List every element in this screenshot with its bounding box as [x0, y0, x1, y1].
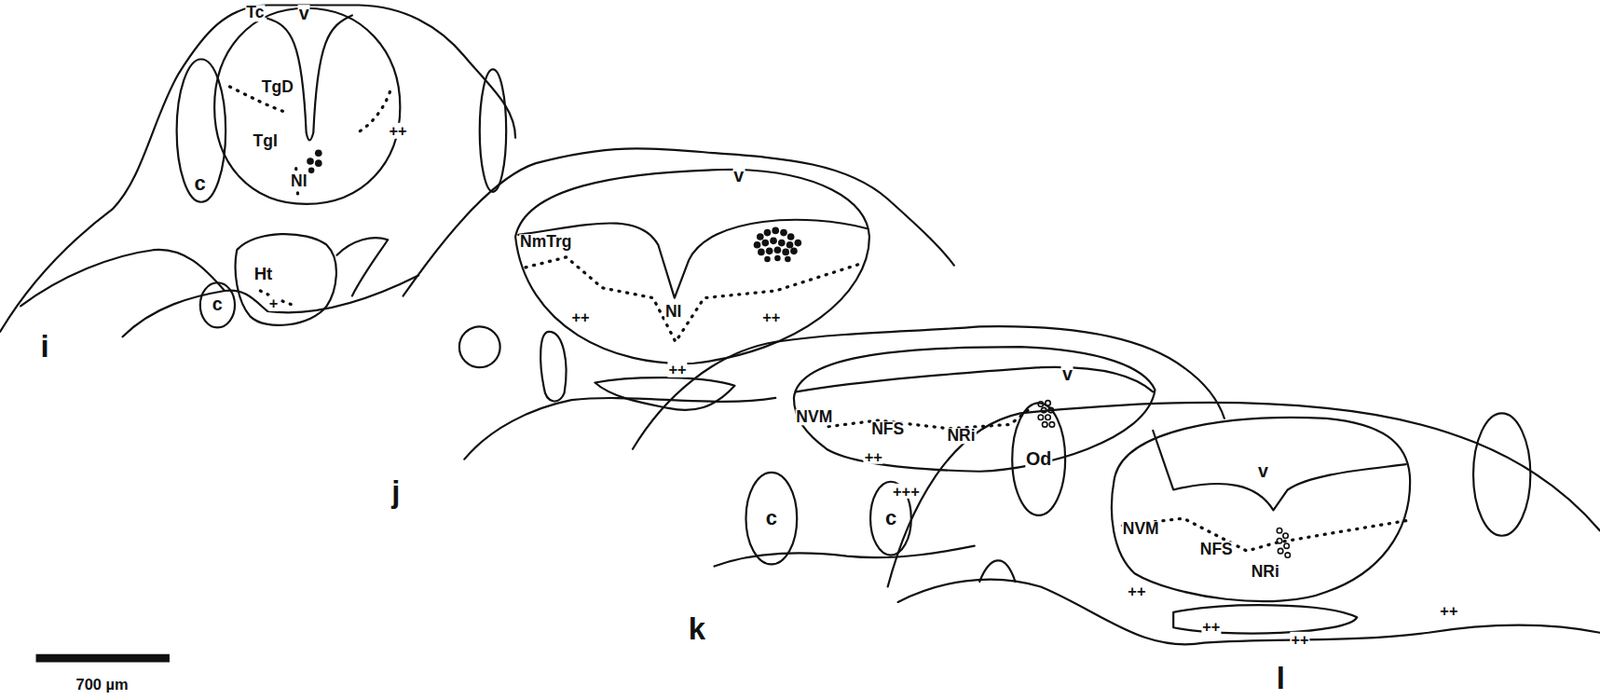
- region-label: TgD: [260, 79, 295, 96]
- density-mark: ++: [1438, 602, 1459, 618]
- organ-outline: [979, 560, 1015, 582]
- structure-label: c: [193, 173, 207, 194]
- section-outline: [464, 397, 776, 460]
- density-mark: ++: [1201, 618, 1221, 634]
- density-mark: ++: [761, 308, 781, 324]
- organ-outline: [1011, 402, 1066, 515]
- structure-label: c: [884, 507, 898, 529]
- cell-cluster: [306, 149, 322, 174]
- structure-label: c: [765, 507, 779, 529]
- organ-outline: [336, 237, 388, 296]
- ventricle-label: v: [298, 4, 311, 24]
- section-outline: [123, 275, 419, 338]
- structure-label: Od: [1025, 450, 1053, 469]
- section-letter: l: [1275, 663, 1286, 695]
- neural-tube: [515, 169, 870, 364]
- density-mark: +++: [891, 482, 921, 498]
- section-letter: i: [40, 331, 51, 363]
- region-label: TgI: [252, 133, 279, 151]
- density-mark: ++: [668, 361, 688, 377]
- ventricle-label: v: [732, 167, 745, 187]
- organ-outline: [459, 326, 501, 368]
- density-mark: ++: [863, 448, 884, 464]
- ventricle-label: v: [1061, 365, 1074, 384]
- region-label: NFS: [870, 421, 905, 438]
- neural-tube: [1111, 417, 1410, 602]
- hypothalamus: [235, 233, 337, 326]
- boundary-dots: [828, 408, 1031, 429]
- organ-outline: [177, 58, 227, 202]
- region-label: NVM: [1121, 521, 1161, 539]
- region-label: NI: [664, 303, 684, 321]
- density-mark: ++: [1290, 630, 1311, 646]
- density-mark: ++: [1126, 583, 1147, 599]
- scale-label: 700 µm: [75, 675, 130, 691]
- neural-tube: [793, 346, 1156, 472]
- density-mark: ++: [388, 123, 409, 138]
- section-outline: [898, 579, 1600, 645]
- region-label: NRi: [945, 427, 976, 445]
- section-outline: [632, 326, 1225, 450]
- density-mark: +: [268, 295, 280, 311]
- boundary-dots: [1121, 518, 1409, 551]
- region-label: Tc: [245, 4, 265, 22]
- region-label: NRi: [1250, 564, 1281, 582]
- section-letter: j: [390, 476, 401, 507]
- region-label: Ht: [253, 264, 274, 283]
- neural-tube: [214, 8, 400, 205]
- scale-bar: [36, 654, 170, 663]
- ventricle: [267, 14, 353, 140]
- organ-outline: [1173, 604, 1357, 633]
- organ-outline: [200, 282, 235, 328]
- organ-outline: [540, 331, 566, 402]
- boundary-dots: [525, 257, 862, 342]
- section-letter: k: [687, 613, 707, 644]
- section-outline: [403, 148, 955, 296]
- ventricle: [1152, 430, 1406, 510]
- organ-outline: [1473, 412, 1531, 535]
- boundary-dots: [356, 92, 390, 134]
- ventricle-label: v: [1257, 462, 1270, 481]
- region-label: NI: [289, 173, 309, 191]
- cell-cluster: [753, 227, 802, 263]
- section-outline: [888, 402, 1600, 588]
- cell-cluster: [1276, 528, 1290, 559]
- organ-outline: [745, 472, 797, 565]
- region-label: NVM: [794, 409, 834, 426]
- density-mark: ++: [571, 308, 591, 324]
- section-outline: [0, 4, 516, 331]
- ventricle: [795, 367, 1153, 393]
- ventricle: [518, 219, 867, 299]
- region-label: NmTrg: [519, 233, 573, 251]
- organ-outline: [479, 68, 506, 192]
- structure-label: c: [211, 296, 224, 315]
- region-label: NFS: [1199, 541, 1234, 559]
